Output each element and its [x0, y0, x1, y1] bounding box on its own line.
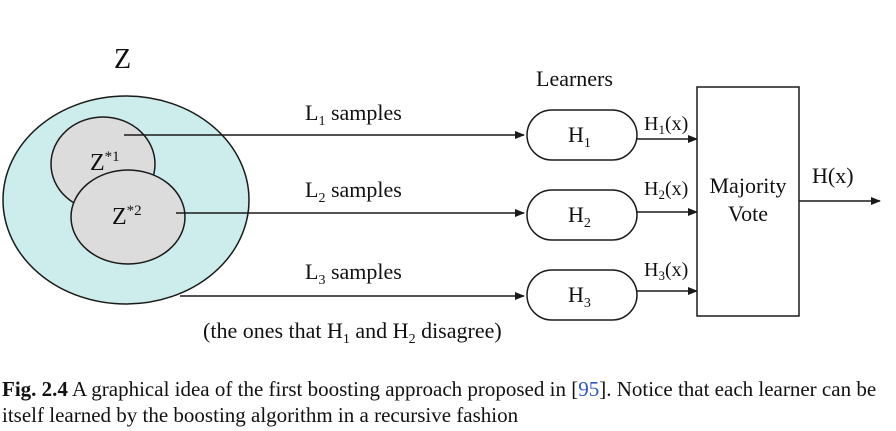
learner-box-1 — [526, 109, 638, 161]
learner-box-3 — [526, 269, 638, 321]
figure-label: Fig. 2.4 — [2, 377, 68, 401]
sample-label-1: L1 samples — [305, 100, 402, 129]
set-z-label: Z — [114, 44, 131, 75]
sample-label-2: L2 samples — [305, 177, 402, 206]
sample-label-3: L3 samples — [305, 259, 402, 288]
output-label-3: H3(x) — [644, 259, 688, 283]
boosting-diagram: Z Z*1 Z*2 L1 samples L2 samples L3 sampl… — [2, 44, 881, 347]
subset-z2-label: Z*2 — [112, 203, 142, 230]
majority-vote-box — [696, 86, 800, 317]
learner-box-2 — [526, 189, 638, 241]
subset-z1-label: Z*1 — [90, 149, 120, 176]
final-output-label: H(x) — [812, 163, 854, 188]
caption-text-end: ]. Notice that each learner can be itsel… — [2, 377, 877, 427]
caption-text-start: A graphical idea of the first boosting a… — [72, 377, 579, 401]
output-label-1: H1(x) — [644, 113, 688, 137]
subset-z2-ellipse — [70, 169, 186, 265]
learners-heading: Learners — [536, 66, 613, 91]
citation-link[interactable]: 95 — [578, 377, 600, 401]
output-label-2: H2(x) — [644, 178, 688, 202]
figure-caption: Fig. 2.4 A graphical idea of the first b… — [2, 376, 892, 428]
majority-vote-line2: Vote — [728, 201, 768, 226]
majority-vote-line1: Majority — [710, 173, 787, 198]
learner-label-3: H3 — [568, 282, 591, 311]
disagree-note: (the ones that H1 and H2 disagree) — [203, 318, 502, 347]
learner-label-2: H2 — [568, 202, 591, 231]
learner-label-1: H1 — [568, 122, 591, 151]
